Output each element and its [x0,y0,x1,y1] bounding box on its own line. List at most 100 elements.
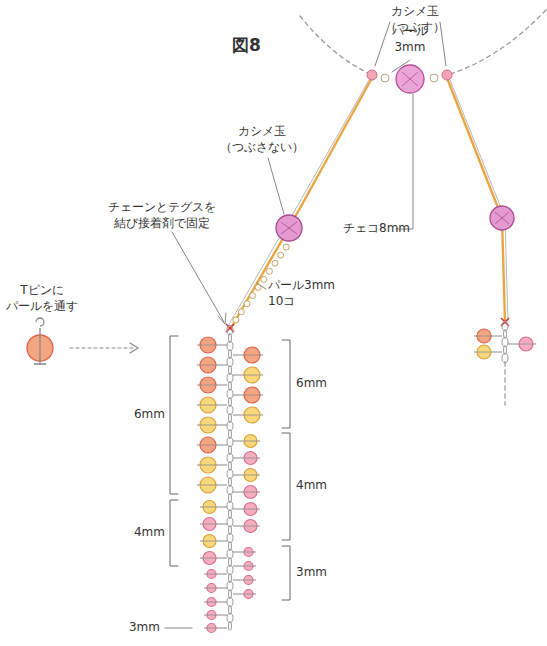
t-pin [233,526,260,527]
t-pin [477,352,491,353]
t-pin [203,507,216,508]
pearl-bead [244,520,257,533]
t-pin [204,602,227,603]
chain-continuation [504,362,505,405]
dimension-label: 6mm [296,376,327,392]
pearl-dangle [233,347,263,363]
chain-link [229,622,232,631]
chain-link [502,354,508,363]
pearl-dangle [204,584,227,593]
t-pin [474,336,502,337]
chain-strand [450,80,508,322]
t-pin [207,615,216,616]
pearl-bead [200,437,216,453]
pearl-dangle [474,329,502,343]
t-pin [200,524,227,525]
pearl-bead [203,518,216,531]
pearl-bead [255,285,261,291]
t-pin [244,552,253,553]
t-pin [200,485,216,486]
pearl-dangle [233,486,260,499]
t-pin [244,415,260,416]
pearl-bead [200,417,216,433]
leader-arrow [172,232,224,322]
dimension-label: 6mm [134,407,165,423]
pearl-bead [244,347,260,363]
pearl-bead [266,268,272,274]
pearl-dangle [474,345,502,359]
size-bracket [282,340,290,428]
pearl-bead [519,337,533,351]
crimp-bead-large [276,215,302,241]
pearl-bead [244,452,257,465]
t-pin [244,355,260,356]
pearl-bead [207,611,216,620]
chain-strand [228,80,369,326]
t-pin [207,628,216,629]
dimension-label: 4mm [296,478,327,494]
necklace-continuation [450,10,546,74]
t-pin [477,336,491,337]
pearl-dangle [233,576,256,585]
pearl-dangle [204,598,227,607]
pearl-dangle [197,357,227,373]
pearl-bead [203,501,216,514]
t-pin [203,541,216,542]
t-pin [200,558,227,559]
t-pin [200,425,216,426]
pearl-bead [200,377,216,393]
necklace-continuation [300,16,370,74]
t-pin [197,425,227,426]
t-pin [244,475,257,476]
t-pin [233,441,260,442]
bead-facets [281,222,297,234]
t-pin [244,509,257,510]
pearl-bead [244,367,260,383]
pearl-dangle [233,452,260,465]
dotted-arrow [70,347,135,348]
pearl-dangle [204,624,227,633]
pearl-dangle [233,407,263,423]
pearl-bead [283,244,289,250]
t-pin [244,395,260,396]
crimp-bead [442,70,452,80]
arrow-head [218,313,226,324]
t-pin [200,541,227,542]
t-pin [204,628,227,629]
pearl-dangle [197,377,227,393]
pearl-dangle [197,417,227,433]
pearl-dangle [197,397,227,413]
pearl-bead [278,252,284,258]
t-pin [203,524,216,525]
leader-line [165,628,192,629]
pearl-dangle [204,570,227,579]
pearl-bead [244,576,253,585]
t-pin [244,526,257,527]
t-pin [200,385,216,386]
size-bracket [170,500,178,566]
pearl-bead [207,584,216,593]
pearl-dangle [233,503,260,516]
wire-strand [447,78,505,322]
pearl-bead [477,345,491,359]
t-pin [207,602,216,603]
t-pin [233,375,263,376]
size-bracket [282,433,290,540]
t-pin [203,558,216,559]
pearl-bead [203,552,216,565]
pearl-bead [200,397,216,413]
pearl-dangle [197,337,227,353]
t-pin [197,445,227,446]
dimension-label: 4mm [134,525,165,541]
size-bracket [170,336,178,494]
t-pin [34,334,46,364]
pearl-bead [244,407,260,423]
pearl-dangle [233,590,256,599]
t-pin [244,458,257,459]
pearl-bead [207,598,216,607]
t-pin [204,615,227,616]
t-pin [197,405,227,406]
pearl-bead [244,548,253,557]
pearl-bead [203,535,216,548]
